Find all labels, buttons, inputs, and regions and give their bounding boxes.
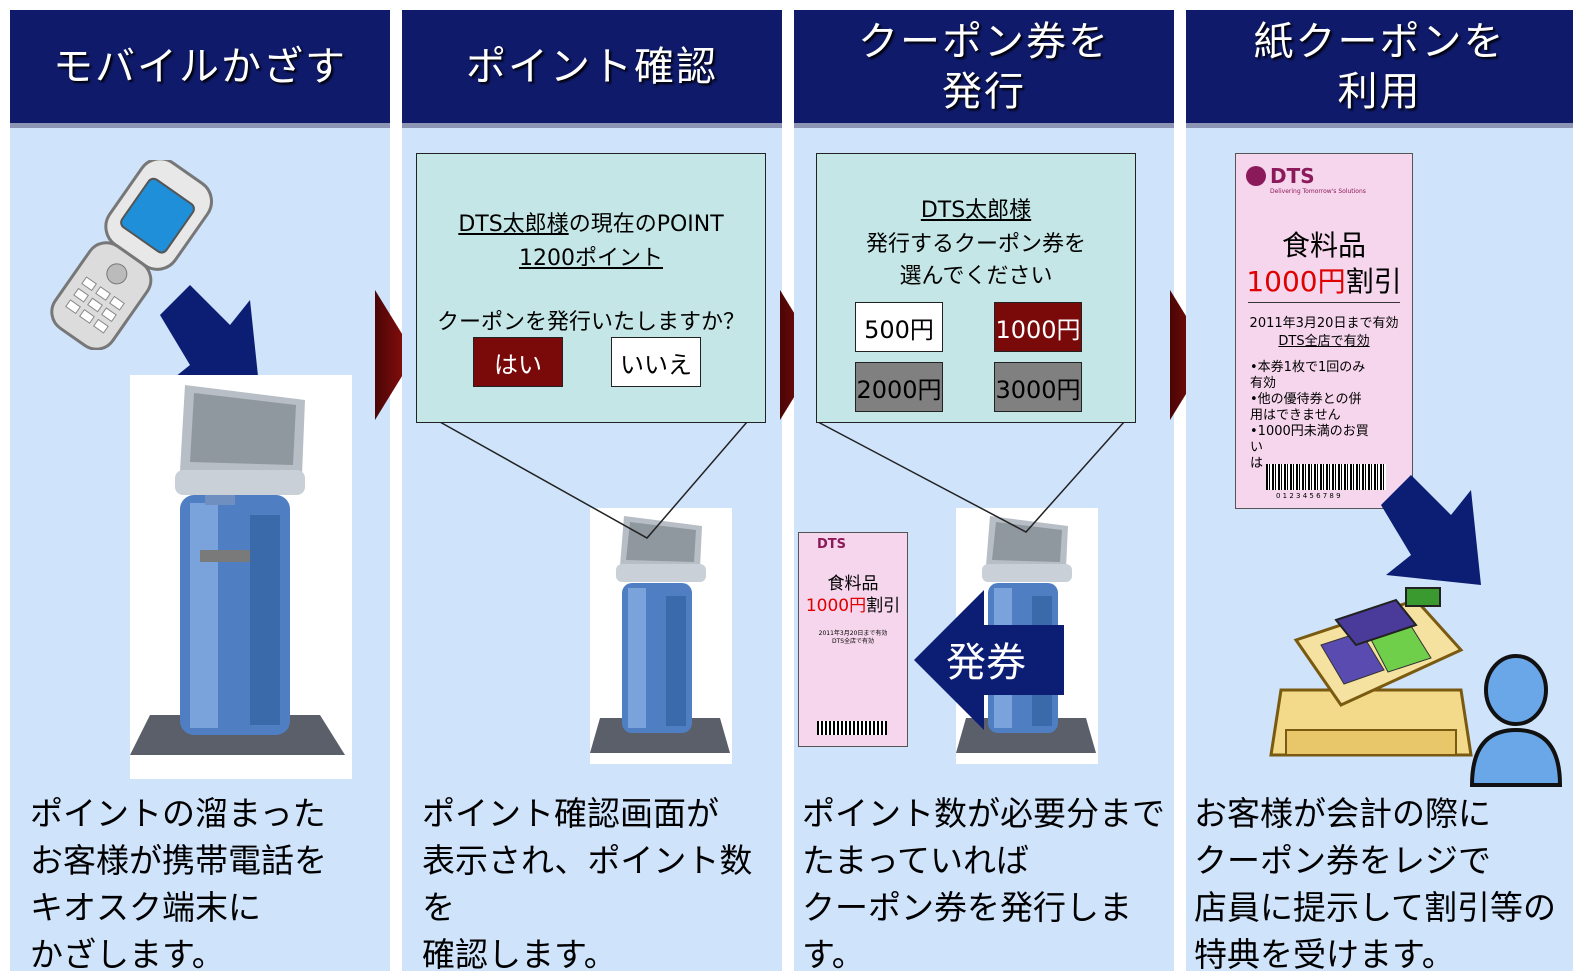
step-caption-2: ポイント確認画面が 表示され、ポイント数を 確認します。 — [422, 794, 753, 971]
coupon-category: 食料品 — [827, 574, 879, 594]
dts-logo-icon — [1246, 166, 1266, 186]
clerk-avatar-icon — [1469, 654, 1563, 787]
tap-arrow-icon — [160, 285, 260, 395]
coupon-stores: DTS全店で有効 — [1278, 334, 1370, 349]
coupon-divider — [1248, 302, 1400, 303]
point-value: 1200ポイント — [519, 246, 663, 271]
barcode-digits: 0 1 2 3 4 5 6 7 8 9 — [1276, 492, 1341, 500]
select-instruction-1: 発行するクーポン券を — [865, 232, 1086, 257]
issue-arrow — [914, 590, 1064, 730]
present-arrow-icon — [1381, 475, 1481, 585]
issued-coupon-image: DTS 食料品 1000円割引 2011年3月20日まで有効 DTS全店で有効 — [798, 532, 908, 747]
coupon-select-screen: DTS太郎様 発行するクーポン券を 選んでください 500円 1000円 200… — [816, 153, 1136, 423]
step-arrow-1 — [375, 290, 415, 420]
barcode-icon — [1266, 464, 1386, 490]
coupon-amount: 1000円割引 — [1246, 265, 1402, 298]
coupon-brand: DTS — [1270, 164, 1315, 188]
coupon-amount: 1000円割引 — [805, 596, 901, 616]
select-instruction-2: 選んでください — [899, 264, 1053, 289]
callout-pointer — [817, 421, 1125, 533]
coupon-notes: •本券1枚で1回のみ 有効 •他の優待券との併 用はできません •1000円未満… — [1250, 360, 1369, 471]
coupon-category: 食料品 — [1281, 229, 1366, 262]
step-column-4: 紙クーポンを 利用 DTS Delivering Tomorrow's Solu… — [1186, 10, 1573, 971]
step-caption-1: ポイントの溜まった お客様が携帯電話を キオスク端末に かざします。 — [30, 794, 327, 971]
cash-register-icon — [1269, 587, 1473, 757]
paper-coupon: DTS Delivering Tomorrow's Solutions 食料品 … — [1235, 153, 1413, 509]
flip-phone-icon — [50, 160, 213, 350]
step-caption-4: お客様が会計の際に クーポン券をレジで 店員に提示して割引等の 特典を受けます。 — [1194, 794, 1557, 971]
coupon-validity: 2011年3月20日まで有効 — [1249, 316, 1399, 331]
yes-button[interactable]: はい — [473, 337, 563, 387]
coupon-option-1000[interactable]: 1000円 — [994, 302, 1082, 352]
kiosk-image — [590, 508, 732, 764]
customer-name: DTS太郎様 — [458, 212, 569, 237]
step-column-3: クーポン券を 発行 DTS太郎様 発行するクーポン券を 選んでください 500円… — [794, 10, 1174, 971]
step-caption-3: ポイント数が必要分まで たまっていれば クーポン券を発行します。 — [802, 794, 1165, 971]
callout-pointer — [439, 421, 748, 539]
customer-name: DTS太郎様 — [920, 198, 1032, 223]
step-column-2: ポイント確認 DTS太郎様の現在のPOINT 1200ポイント クーポンを発行い… — [402, 10, 782, 971]
step-header-4: 紙クーポンを 利用 — [1186, 10, 1573, 128]
step-column-1: モバイルかざす ポイ — [10, 10, 390, 971]
point-label: の現在のPOINT — [568, 212, 724, 237]
issue-question: クーポンを発行いたしますか？ — [436, 310, 745, 335]
coupon-option-500[interactable]: 500円 — [855, 302, 943, 352]
coupon-brand-tagline: Delivering Tomorrow's Solutions — [1270, 188, 1366, 195]
coupon-brand: DTS — [817, 537, 847, 552]
coupon-option-2000[interactable]: 2000円 — [855, 362, 943, 412]
step-header-2: ポイント確認 — [402, 10, 782, 128]
kiosk-image — [130, 375, 352, 779]
no-button[interactable]: いいえ — [611, 337, 701, 387]
step-header-1: モバイルかざす — [10, 10, 390, 128]
coupon-stores: DTS全店で有効 — [831, 638, 875, 645]
coupon-validity: 2011年3月20日まで有効 — [818, 630, 888, 637]
point-confirm-screen: DTS太郎様の現在のPOINT 1200ポイント クーポンを発行いたしますか？ … — [416, 153, 766, 423]
step-header-3: クーポン券を 発行 — [794, 10, 1174, 128]
issue-arrow-label: 発券 — [946, 640, 1026, 686]
barcode-icon — [817, 721, 887, 735]
coupon-option-3000[interactable]: 3000円 — [994, 362, 1082, 412]
